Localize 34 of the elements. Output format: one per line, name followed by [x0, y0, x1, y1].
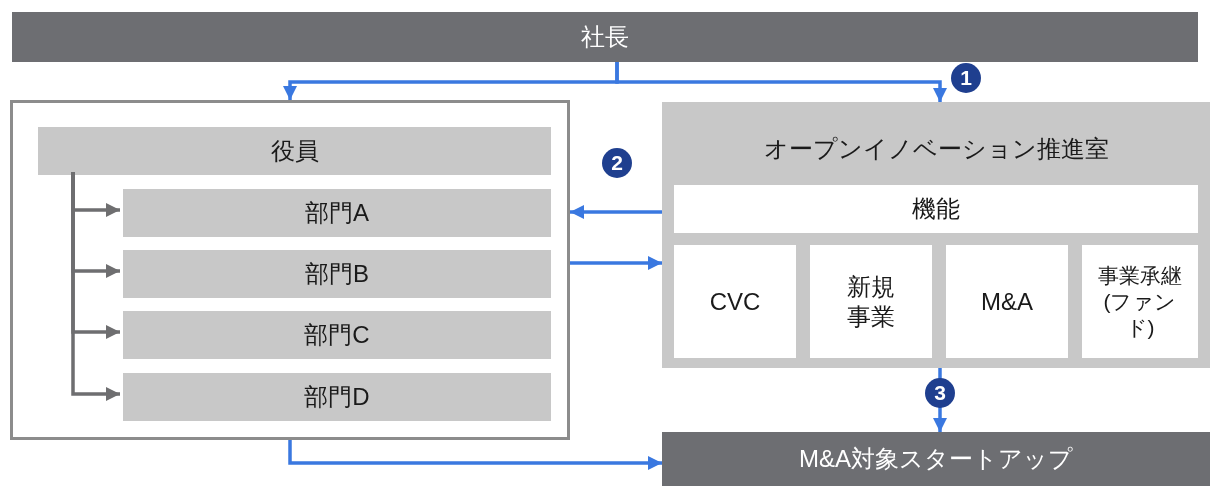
arrow — [570, 256, 662, 270]
role-box — [123, 373, 551, 421]
panel-heading: オープンイノベーション推進室 — [762, 134, 1110, 164]
arrow — [570, 205, 662, 219]
box-label: 事業承継(ファンド) — [1097, 262, 1183, 341]
arrow — [288, 440, 662, 470]
role-box — [123, 189, 551, 237]
role-box — [123, 311, 551, 359]
header-bar — [662, 432, 1210, 486]
box-label: 役員 — [269, 136, 320, 166]
box-label: 部門B — [304, 259, 370, 289]
box-label: 部門C — [303, 320, 371, 350]
function-box — [674, 245, 796, 358]
department-panel — [662, 102, 1210, 368]
function-box — [1082, 245, 1198, 358]
function-box — [810, 245, 932, 358]
box-label: M&A対象スタートアップ — [798, 444, 1074, 474]
role-box — [38, 127, 551, 175]
step-number: 3 — [925, 378, 955, 408]
function-box — [946, 245, 1068, 358]
box-label: 機能 — [911, 194, 961, 224]
group-frame — [10, 100, 570, 440]
role-box — [123, 250, 551, 298]
header-bar — [12, 12, 1198, 62]
arrow — [615, 62, 947, 102]
box-label: 新規事業 — [846, 271, 896, 332]
box-label: M&A — [980, 286, 1034, 317]
box-label: 部門A — [304, 198, 370, 228]
step-number: 1 — [951, 63, 981, 93]
box-label: 部門D — [303, 382, 371, 412]
box-label: 社長 — [580, 22, 630, 52]
function-box — [674, 185, 1198, 233]
box-label: CVC — [708, 286, 762, 317]
step-number: 2 — [602, 148, 632, 178]
